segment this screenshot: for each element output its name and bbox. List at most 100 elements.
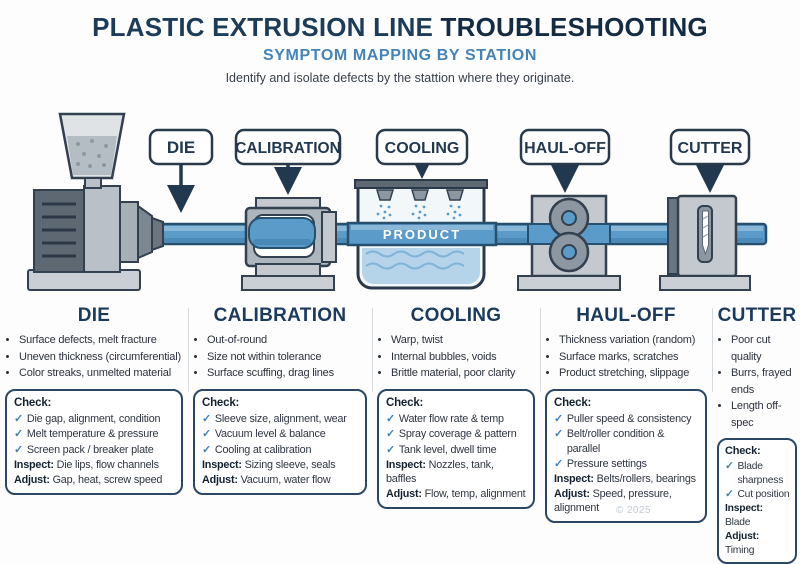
check-icon: ✓ [554, 457, 563, 470]
check-heading: Check: [386, 396, 424, 409]
copyright-watermark: © 2025 [616, 505, 651, 516]
adjust-text: Flow, temp, alignment [424, 487, 526, 500]
cooling-symptom-list: Warp, twist Internal bubbles, voids Brit… [377, 332, 535, 382]
check-item-text: Cooling at calibration [214, 443, 312, 456]
check-heading: Check: [554, 396, 592, 409]
inspect-text: Nozzles, tank, baffles [386, 458, 494, 485]
calibration-machine [241, 197, 337, 291]
header-section: PLASTIC EXTRUSION LINE TROUBLESHOOTING S… [0, 0, 800, 85]
station-label-calibration-text: CALIBRATION [235, 140, 341, 157]
adjust-text: Timing [725, 544, 755, 556]
check-icon: ✓ [202, 413, 211, 426]
cooling-check-box: Check: ✓ Water flow rate & temp ✓ Spray … [377, 388, 535, 509]
column-die: DIE Surface defects, melt fracture Uneve… [0, 300, 188, 512]
page-title: PLASTIC EXTRUSION LINE TROUBLESHOOTING [0, 13, 800, 42]
haul-off-machine [517, 194, 621, 291]
check-item: ✓ Screen pack / breaker plate [14, 443, 174, 457]
check-item: ✓ Blade sharpness [725, 460, 790, 487]
check-item-text: Die gap, alignment, condition [26, 413, 161, 426]
cutter-check-box: Check: ✓ Blade sharpness ✓ Cut position … [717, 438, 797, 564]
adjust-line: Adjust: Vacuum, water flow [202, 473, 358, 487]
blade-icon [702, 210, 709, 256]
adjust-line: Adjust: Speed, pressure, alignment [554, 487, 698, 515]
inspect-label: Inspect: [202, 458, 242, 471]
symptom-item: Color streaks, unmelted material [19, 365, 183, 382]
column-calibration-title: CALIBRATION [213, 305, 347, 326]
inspect-text: Sizing sleeve, seals [244, 458, 336, 471]
adjust-label: Adjust: [202, 473, 238, 486]
check-item-text: Melt temperature & pressure [26, 428, 159, 441]
haul-off-symptom-list: Thickness variation (random) Surface mar… [545, 332, 707, 382]
page-description: Identify and isolate defects by the stat… [225, 70, 575, 85]
check-heading: Check: [202, 396, 240, 409]
spray-nozzles-icon [375, 189, 465, 220]
die-check-box: Check: ✓ Die gap, alignment, condition ✓… [5, 388, 183, 495]
station-labels: DIE CALIBRATION COOLING HAUL-OFF CUTTER [148, 128, 751, 166]
column-cutter: CUTTER Poor cut quality Burrs, frayed en… [712, 300, 800, 564]
adjust-label: Adjust: [725, 531, 760, 543]
station-label-cutter: CUTTER [669, 128, 751, 166]
check-item: ✓ Die gap, alignment, condition [14, 412, 174, 426]
inspect-label: Inspect: [14, 458, 54, 471]
inspect-line: Inspect: Blade [725, 502, 790, 529]
symptom-item: Surface marks, scratches [559, 349, 707, 366]
page-subtitle: SYMPTOM MAPPING BY STATION [263, 46, 537, 64]
check-heading: Check: [14, 396, 52, 409]
symptom-item: Internal bubbles, voids [391, 349, 535, 366]
calibration-check-box: Check: ✓ Sleeve size, alignment, wear ✓ … [193, 388, 367, 495]
symptom-item: Burrs, frayed ends [731, 365, 797, 398]
check-icon: ✓ [202, 428, 211, 441]
infographic-page: PLASTIC EXTRUSION LINE TROUBLESHOOTING S… [0, 0, 800, 512]
inspect-line: Inspect: Belts/rollers, bearings [554, 472, 698, 486]
check-item: ✓ Tank level, dwell time [386, 443, 526, 457]
check-item-text: Pressure settings [566, 457, 647, 470]
column-haul-off: HAUL-OFF Thickness variation (random) Su… [540, 300, 712, 523]
check-item: ✓ Water flow rate & temp [386, 412, 526, 426]
check-heading: Check: [725, 445, 761, 457]
check-item-text: Tank level, dwell time [398, 443, 497, 456]
check-item-text: Vacuum level & balance [214, 428, 326, 441]
extrusion-line-diagram: PRODUCT [0, 104, 800, 300]
inspect-line: Inspect: Sizing sleeve, seals [202, 458, 358, 472]
symptom-item: Uneven thickness (circumferential) [19, 349, 183, 366]
check-icon: ✓ [554, 428, 563, 441]
station-label-cooling-text: COOLING [385, 140, 460, 157]
adjust-line: Adjust: Flow, temp, alignment [386, 487, 526, 501]
inspect-line: Inspect: Die lips, flow channels [14, 458, 174, 472]
column-cutter-title: CUTTER [717, 305, 797, 326]
station-label-die-text: DIE [167, 138, 195, 157]
check-icon: ✓ [202, 443, 211, 456]
title-main: PLASTIC EXTRUSION LINE [92, 12, 434, 42]
roller-icons [548, 197, 590, 273]
calibration-symptom-list: Out-of-round Size not within tolerance S… [193, 332, 367, 382]
check-icon: ✓ [386, 443, 395, 456]
check-icon: ✓ [14, 443, 23, 456]
check-item: ✓ Cut position [725, 488, 790, 501]
haul-off-check-box: Check: ✓ Puller speed & consistency ✓ Be… [545, 388, 707, 523]
symptom-item: Surface defects, melt fracture [19, 332, 183, 349]
inspect-label: Inspect: [725, 503, 763, 515]
check-icon: ✓ [386, 413, 395, 426]
title-accent: TROUBLESHOOTING [440, 12, 708, 42]
check-item-text: Sleeve size, alignment, wear [214, 413, 347, 426]
cutter-machine [659, 194, 751, 291]
symptom-item: Brittle material, poor clarity [391, 365, 535, 382]
product-label: PRODUCT [383, 227, 461, 242]
column-calibration: CALIBRATION Out-of-round Size not within… [188, 300, 372, 512]
symptom-item: Warp, twist [391, 332, 535, 349]
inspect-label: Inspect: [386, 458, 426, 471]
check-item-text: Puller speed & consistency [566, 413, 692, 426]
check-item: ✓ Vacuum level & balance [202, 427, 358, 441]
inspect-label: Inspect: [554, 472, 594, 485]
symptom-item: Length off-spec [731, 398, 797, 431]
adjust-text: Vacuum, water flow [240, 473, 331, 486]
symptom-item: Product stretching, slippage [559, 365, 707, 382]
adjust-label: Adjust: [554, 487, 590, 500]
check-item: ✓ Puller speed & consistency [554, 412, 698, 426]
check-item-text: Blade sharpness [737, 461, 784, 486]
adjust-text: Gap, heat, screw speed [52, 473, 163, 486]
symptom-item: Thickness variation (random) [559, 332, 707, 349]
cutter-symptom-list: Poor cut quality Burrs, frayed ends Leng… [717, 332, 797, 431]
adjust-label: Adjust: [14, 473, 50, 486]
check-icon: ✓ [725, 489, 734, 501]
